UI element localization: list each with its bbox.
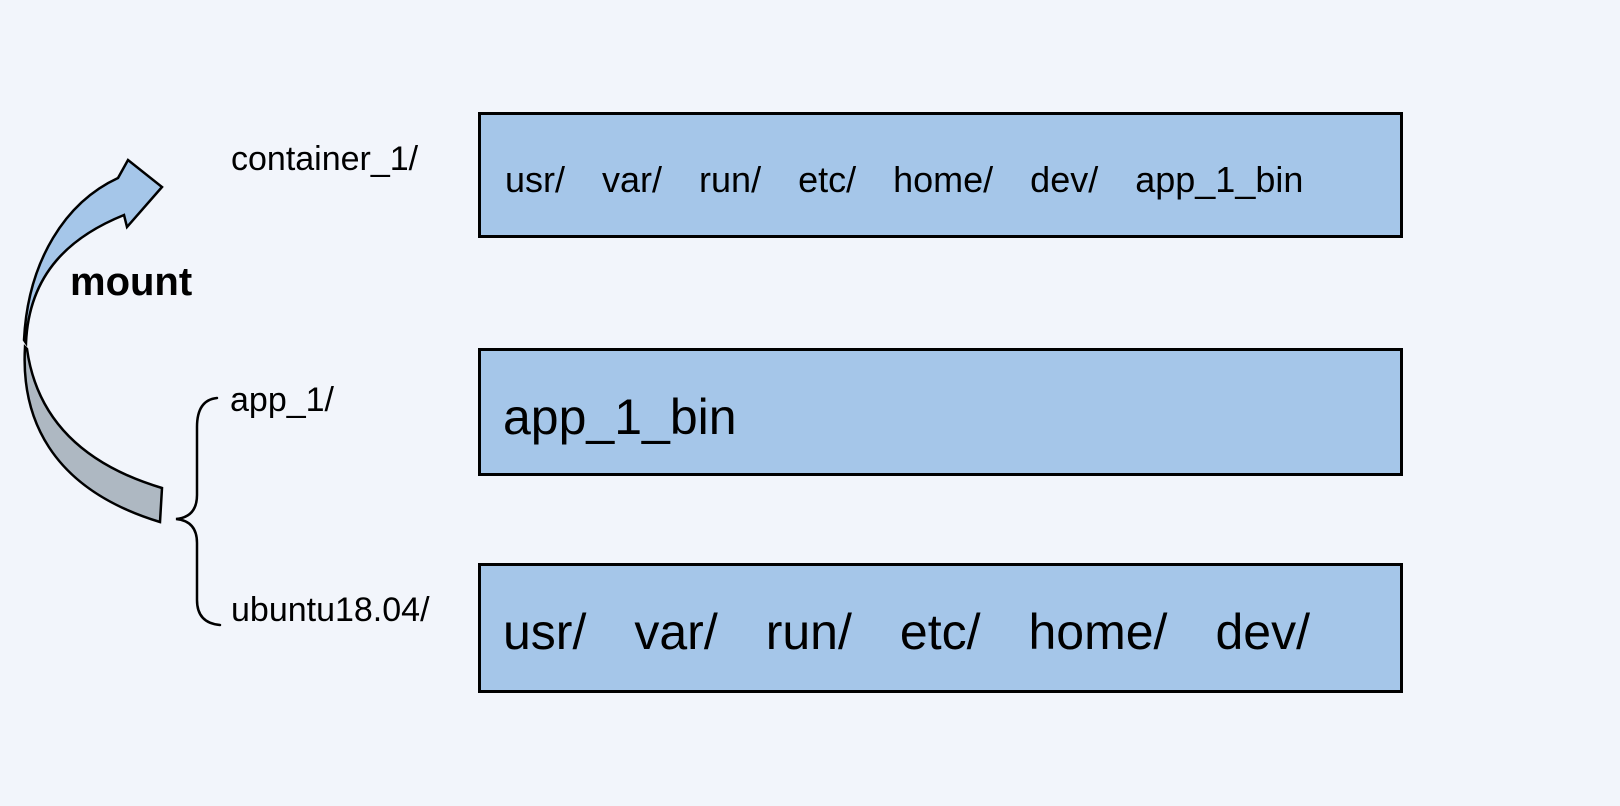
filesystem-entries: usr/ var/ run/ etc/ home/ dev/ app_1_bin [481, 149, 1303, 201]
fs-entry: app_1_bin [1135, 159, 1304, 200]
fs-entry: dev/ [1215, 604, 1310, 660]
fs-entry: var/ [602, 159, 663, 200]
filesystem-entries: app_1_bin [481, 378, 737, 446]
mount-arrow-tail [23, 344, 164, 524]
grouping-brace [175, 396, 222, 627]
fs-entry: run/ [699, 159, 762, 200]
fs-entry: usr/ [505, 159, 566, 200]
mount-arrow-head [22, 158, 164, 347]
fs-entry: home/ [1028, 604, 1168, 660]
fs-entry: var/ [634, 604, 718, 660]
filesystem-box-app-1: app_1_bin [478, 348, 1403, 476]
label-container-1: container_1/ [231, 140, 419, 178]
grouping-brace-path [175, 396, 222, 627]
mount-label: mount [70, 260, 193, 304]
filesystem-entries: usr/ var/ run/ etc/ home/ dev/ [481, 595, 1310, 661]
fs-entry: etc/ [798, 159, 857, 200]
fs-entry: dev/ [1030, 159, 1099, 200]
mount-arrow-icon [22, 158, 164, 524]
fs-entry: app_1_bin [503, 389, 737, 445]
label-app-1: app_1/ [230, 381, 334, 419]
fs-entry: run/ [765, 604, 852, 660]
filesystem-box-ubuntu18-04: usr/ var/ run/ etc/ home/ dev/ [478, 563, 1403, 693]
fs-entry: home/ [893, 159, 994, 200]
label-ubuntu18-04: ubuntu18.04/ [231, 591, 430, 629]
fs-entry: usr/ [503, 604, 587, 660]
filesystem-box-container-1: usr/ var/ run/ etc/ home/ dev/ app_1_bin [478, 112, 1403, 238]
fs-entry: etc/ [899, 604, 981, 660]
